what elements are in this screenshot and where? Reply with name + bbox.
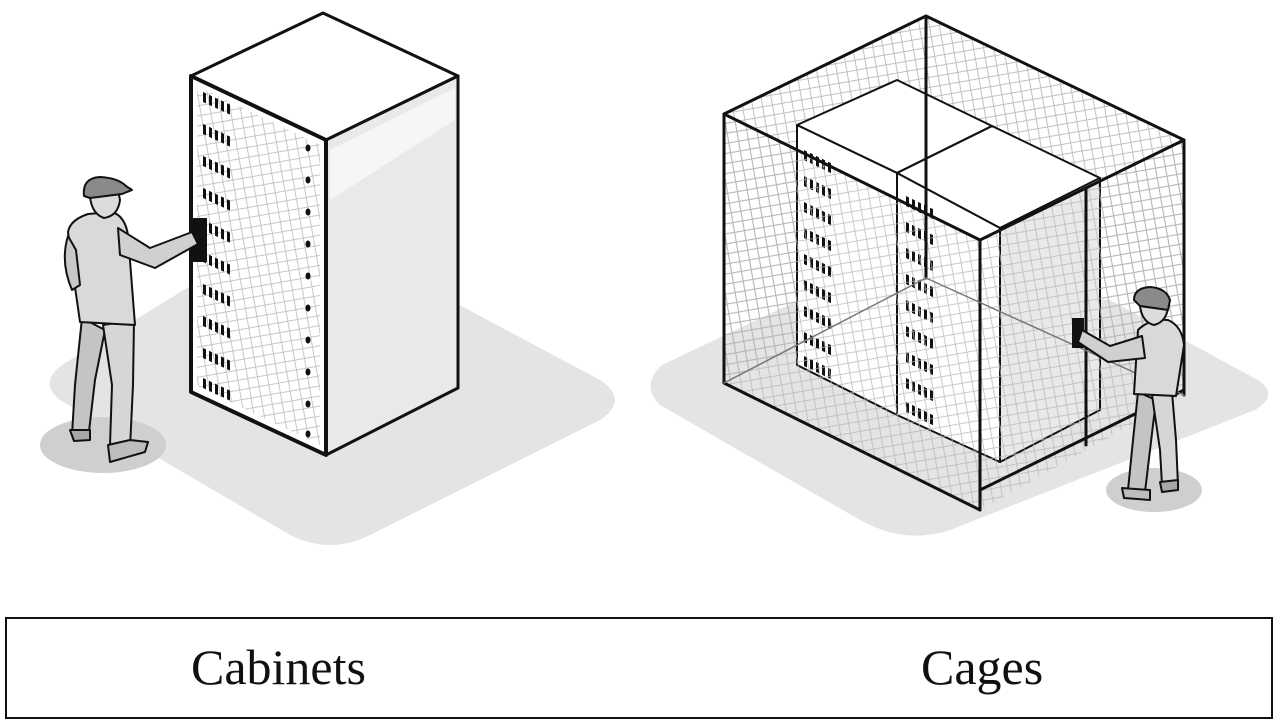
person-left [63, 176, 199, 463]
cabinet-screws [305, 144, 311, 438]
cabinet-handle [193, 218, 207, 262]
illustration [40, 11, 1269, 545]
cabinet-scene [40, 11, 616, 545]
person-shadow-right [1106, 468, 1202, 512]
cage-scene [650, 14, 1269, 536]
caption-bar: Cabinets Cages [5, 617, 1273, 719]
cage-frame [722, 14, 1186, 512]
label-cabinets: Cabinets [191, 639, 366, 695]
label-cages: Cages [921, 639, 1044, 695]
person-right [1077, 286, 1185, 501]
